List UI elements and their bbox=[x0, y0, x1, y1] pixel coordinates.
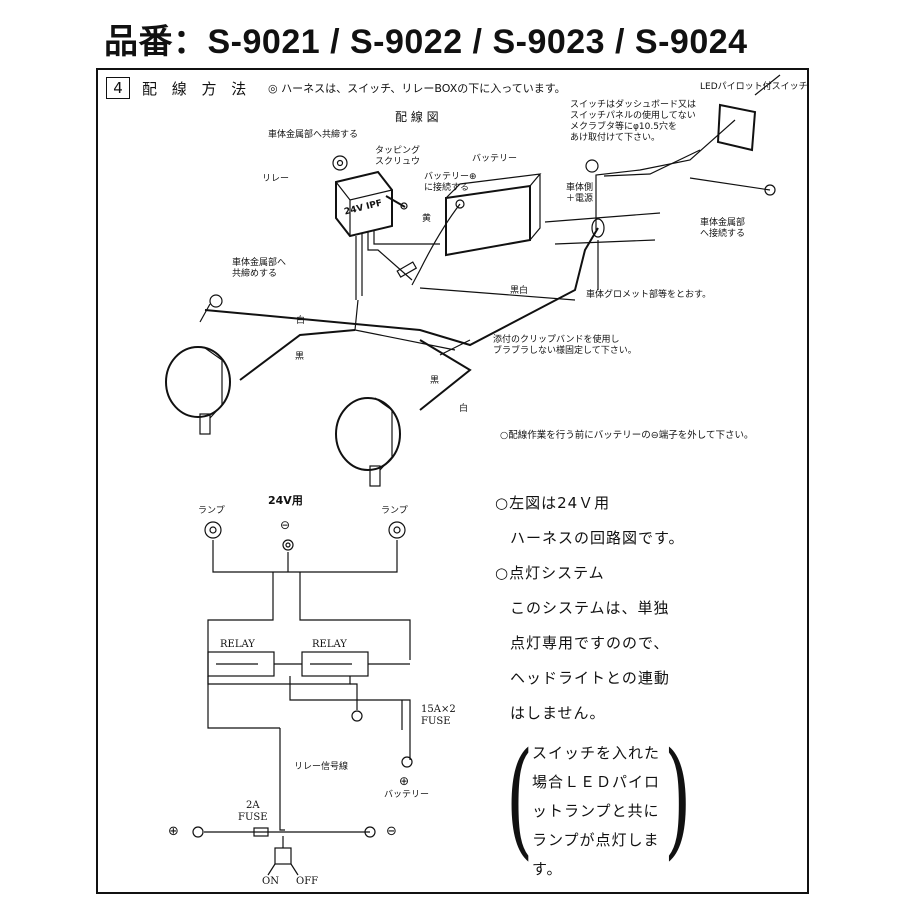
label-white-1: 白 bbox=[296, 316, 306, 326]
label-led-switch: LEDパイロット付スイッチ bbox=[700, 82, 808, 92]
warning-note: ○配線作業を行う前にバッテリーの⊖端子を外して下さい。 bbox=[500, 430, 754, 441]
note-boxed-5: す。 bbox=[532, 860, 563, 878]
note-boxed-3: ットランプと共に bbox=[532, 802, 660, 820]
label-black-1: 黒 bbox=[295, 352, 305, 362]
circuit-minus-right: ⊖ bbox=[386, 824, 397, 839]
note-boxed-4: ランプが点灯しま bbox=[532, 831, 660, 849]
label-battery-plus: バッテリー⊕ に接続する bbox=[424, 172, 477, 193]
label-switch-note: スイッチはダッシュボード又は スイッチパネルの使用してない メクラブタ等にφ10… bbox=[570, 100, 697, 143]
lamp-right bbox=[335, 397, 401, 471]
circuit-diagram bbox=[192, 521, 413, 876]
circuit-on: ON bbox=[262, 876, 279, 887]
note-line-2: ハーネスの回路図です。 bbox=[510, 529, 685, 547]
relay-box bbox=[335, 170, 393, 238]
circuit-lamp-right: ランプ bbox=[381, 506, 408, 516]
section-note: ◎ ハーネスは、スイッチ、リレーBOXの下に入っています。 bbox=[268, 82, 566, 95]
label-body-metal-right: 車体金属部 へ接続する bbox=[700, 218, 746, 239]
note-paren-close: ) bbox=[664, 725, 692, 873]
label-white-2: 白 bbox=[459, 404, 469, 414]
page-title: 品番：S-9021 / S-9022 / S-9023 / S-9024 bbox=[104, 23, 748, 61]
led-switch bbox=[716, 103, 757, 152]
circuit-relay-2: RELAY bbox=[312, 639, 347, 650]
switch-symbol bbox=[274, 847, 292, 865]
note-boxed-2: 場合ＬＥＤパイロ bbox=[532, 773, 661, 791]
circuit-plus-left: ⊕ bbox=[168, 824, 179, 839]
note-line-4: このシステムは、単独 bbox=[510, 599, 670, 617]
circuit-relay-1: RELAY bbox=[220, 639, 255, 650]
label-tapping-screw: タッピング スクリュウ bbox=[375, 146, 421, 167]
note-line-6: ヘッドライトとの連動 bbox=[510, 669, 670, 687]
lamp-left bbox=[165, 346, 231, 418]
circuit-lamp-left: ランプ bbox=[198, 506, 225, 516]
note-line-1: ○左図は24Ｖ用 bbox=[495, 494, 611, 512]
label-relay: リレー bbox=[262, 174, 290, 184]
note-line-7: はしません。 bbox=[510, 704, 606, 722]
tapping-screw bbox=[385, 195, 406, 208]
label-black-2: 黒 bbox=[430, 376, 440, 386]
wiring-heading: 配 線 図 bbox=[395, 110, 439, 124]
label-clip-band: 添付のクリップバンドを使用し ブラブラしない様固定して下さい。 bbox=[493, 335, 637, 356]
note-paren-open: ( bbox=[506, 725, 534, 873]
circuit-minus-top: ⊖ bbox=[280, 518, 291, 532]
label-yellow: 黄 bbox=[422, 214, 432, 224]
note-boxed-1: スイッチを入れた bbox=[532, 744, 661, 762]
circuit-voltage: 24V用 bbox=[268, 494, 303, 507]
circuit-off: OFF bbox=[296, 876, 319, 887]
label-vehicle-power: 車体側 ＋電源 bbox=[566, 183, 594, 204]
circuit-fuse-2a: 2A FUSE bbox=[238, 800, 268, 823]
battery bbox=[445, 184, 531, 257]
section-title: 配 線 方 法 bbox=[142, 80, 252, 98]
label-black-white: 黒白 bbox=[510, 286, 529, 296]
label-body-metal-left: 車体金属部へ 共締めする bbox=[232, 258, 287, 279]
circuit-relay-signal: リレー信号線 bbox=[294, 762, 349, 772]
note-line-3: ○点灯システム bbox=[495, 564, 605, 582]
circuit-fuse-main: 15A×2 FUSE bbox=[421, 704, 456, 727]
wiring-illustration bbox=[165, 74, 781, 487]
circuit-battery-plus: ⊕ bbox=[399, 774, 410, 788]
instruction-frame bbox=[96, 68, 809, 894]
note-line-5: 点灯専用ですのので、 bbox=[510, 634, 670, 652]
label-battery: バッテリー bbox=[472, 154, 518, 164]
label-body-metal-top: 車体金属部へ共締する bbox=[268, 130, 359, 140]
label-grommet: 車体グロメット部等をとおす。 bbox=[586, 290, 712, 300]
section-number: 4 bbox=[106, 77, 130, 99]
circuit-battery: バッテリー bbox=[384, 790, 430, 800]
